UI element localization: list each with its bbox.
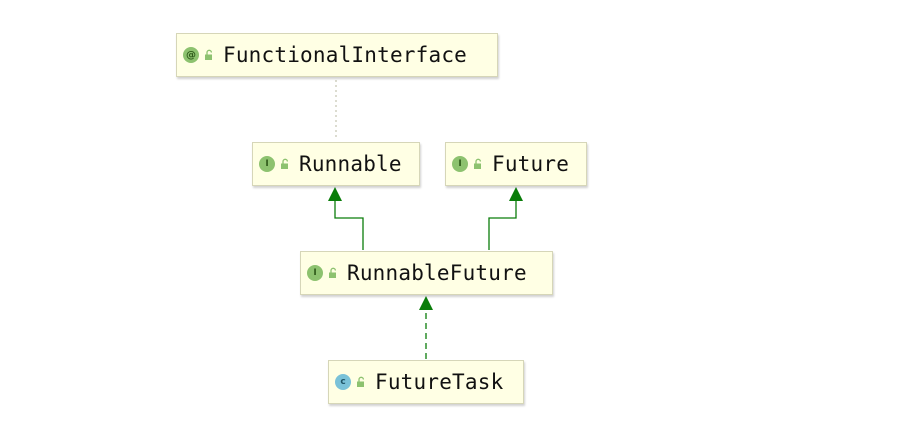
node-label: Future [492, 152, 570, 176]
lock-open-icon [357, 376, 365, 387]
extends-edge-future [488, 200, 517, 250]
extends-arrowhead-runnable [328, 187, 342, 201]
annotation-icon: @ [183, 47, 199, 63]
interface-icon: I [452, 156, 468, 172]
interface-icon: I [259, 156, 275, 172]
class-icon: c [335, 374, 351, 390]
node-future-task[interactable]: c FutureTask [328, 360, 524, 404]
node-runnable-future[interactable]: I RunnableFuture [300, 251, 553, 295]
lock-open-icon [329, 267, 337, 278]
extends-edge-runnable [334, 200, 364, 250]
node-label: FunctionalInterface [223, 43, 468, 67]
lock-open-icon [474, 158, 482, 169]
implements-arrowhead [419, 296, 433, 310]
interface-icon: I [307, 265, 323, 281]
node-future[interactable]: I Future [445, 142, 587, 186]
lock-open-icon [205, 49, 213, 60]
node-label: Runnable [299, 152, 402, 176]
node-functional-interface[interactable]: @ FunctionalInterface [176, 33, 498, 77]
node-runnable[interactable]: I Runnable [252, 142, 420, 186]
extends-arrowhead-future [509, 187, 523, 201]
lock-open-icon [281, 158, 289, 169]
node-label: FutureTask [375, 370, 504, 394]
node-label: RunnableFuture [347, 261, 527, 285]
